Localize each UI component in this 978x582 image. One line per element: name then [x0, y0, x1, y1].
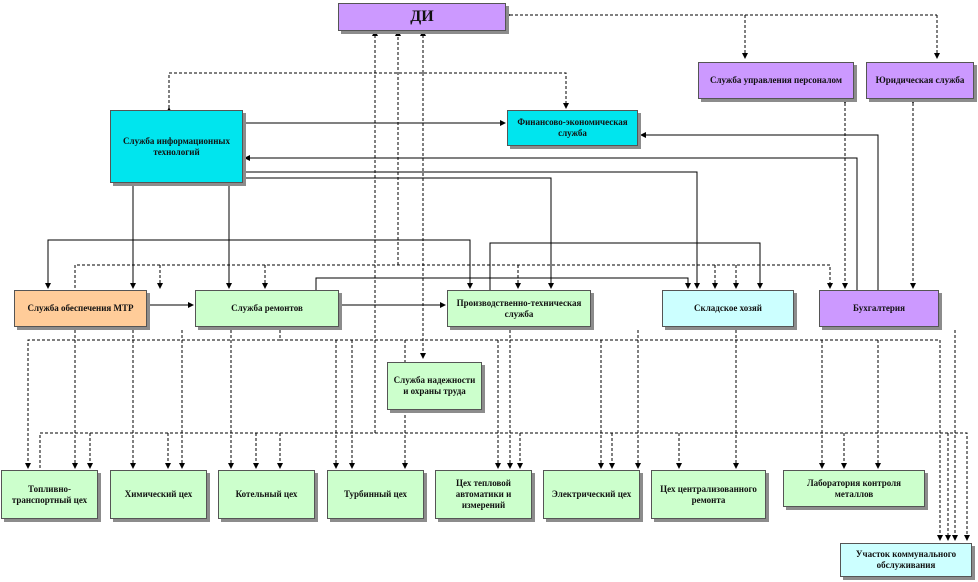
node-warehouse: Складское хозяй [662, 290, 794, 327]
node-fuel-transport-workshop: Топливно-транспортный цех [1, 470, 98, 519]
node-utility-service-section: Участок коммунального обслуживания [840, 543, 972, 577]
node-accounting: Бухгалтерия [819, 290, 939, 327]
node-di: ДИ [338, 3, 506, 31]
node-repair-service: Служба ремонтов [195, 290, 339, 327]
node-finance-service: Финансово-экономическая служба [507, 110, 638, 146]
node-personnel-service: Служба управления персоналом [698, 62, 854, 99]
node-turbine-workshop: Турбинный цех [327, 470, 424, 519]
node-central-repair-workshop: Цех централизованного ремонта [651, 470, 766, 519]
node-metals-lab: Лаборатория контроля металлов [783, 470, 925, 507]
node-electrical-workshop: Электрический цех [543, 470, 640, 519]
node-legal-service: Юридическая служба [866, 62, 974, 99]
node-mtr-service: Служба обеспечения МТР [14, 290, 147, 327]
node-thermal-automation-workshop: Цех тепловой автоматики и измерений [435, 470, 532, 519]
node-it-service: Служба информационных технологий [110, 110, 243, 183]
node-production-technical-service: Производственно-техническая служба [447, 290, 591, 327]
node-safety-service: Служба надежности и охраны труда [387, 362, 482, 410]
node-boiler-workshop: Котельный цех [218, 470, 315, 519]
node-chemical-workshop: Химический цех [110, 470, 207, 519]
